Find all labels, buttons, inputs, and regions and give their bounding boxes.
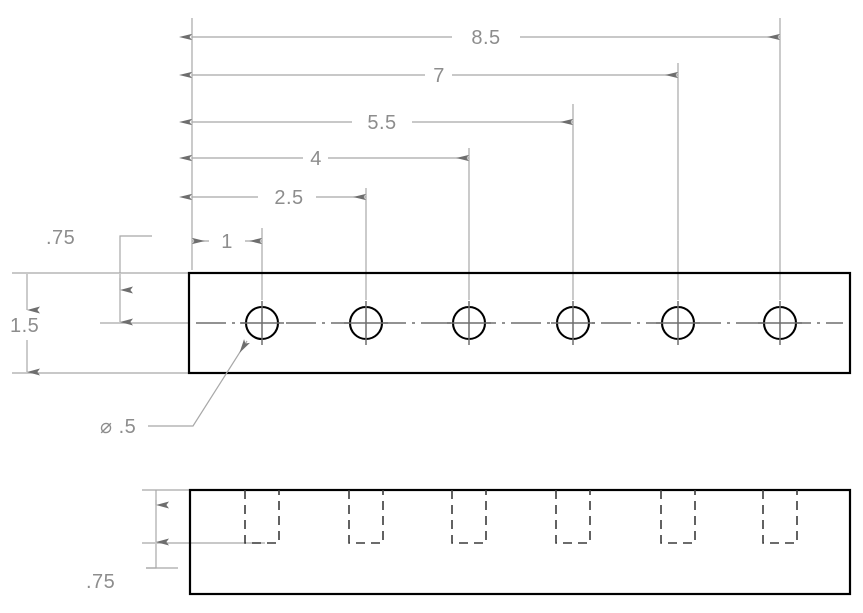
leader-0p75-bottom [146,544,157,569]
dimension-1: 1 [192,231,262,253]
dimension-7-label: 7 [433,65,445,87]
dimension-5p5-label: 5.5 [367,112,396,134]
hidden-hole-3 [451,490,487,544]
hidden-hole-6 [762,490,798,544]
extension-lines [191,18,781,300]
bottom-view-plate-outline [188,488,852,596]
diameter-leader-line [148,339,250,427]
front-view-holes [240,301,802,345]
hidden-hole-1 [244,490,280,544]
front-view-left-extensions [12,272,189,374]
diameter-callout: ⌀ .5 [100,339,250,438]
hidden-hole-5 [660,490,696,544]
hole-4 [551,301,595,345]
hole-5 [656,301,700,345]
hidden-hole-2 [348,490,384,544]
dimension-1p5: 1.5 [10,274,40,376]
bottom-view-extensions [142,489,265,544]
dimension-0p75-bottom: .75 [86,490,178,593]
bottom-view-hidden-holes [244,490,798,544]
dimension-7: 7 [179,65,678,87]
hole-3 [447,301,491,345]
dimension-0p75-bottom-label: .75 [86,571,115,593]
dimension-5p5: 5.5 [179,112,573,134]
hole-2 [344,301,388,345]
dimension-8p5: 8.5 [179,27,780,49]
leader-0p75-top [119,235,152,273]
dimension-2p5-label: 2.5 [274,187,303,209]
front-view-plate-outline [187,271,852,375]
dimension-0p75-top-label: .75 [46,227,75,249]
dimension-2p5: 2.5 [179,187,366,209]
diameter-callout-label: ⌀ .5 [100,416,136,438]
dimension-8p5-label: 8.5 [471,27,500,49]
hole-6 [758,301,802,345]
dimension-4: 4 [179,148,469,170]
dimension-1-label: 1 [221,231,233,253]
dimension-1p5-label: 1.5 [10,315,39,337]
hidden-hole-4 [555,490,591,544]
dimension-0p75-top: .75 [46,227,152,326]
dimension-4-label: 4 [310,148,322,170]
hole-1 [240,301,284,345]
